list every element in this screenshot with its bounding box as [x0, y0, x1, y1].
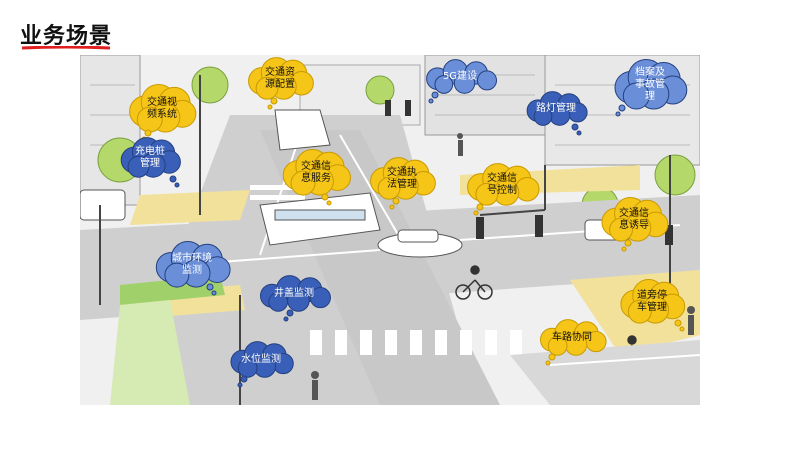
bubble-label: 水位监测: [241, 354, 281, 365]
bubble-0: 交通视 频系统: [128, 84, 197, 142]
cloud-shape-icon: [259, 275, 331, 322]
bubble-label: 交通执 法管理: [387, 167, 417, 190]
bubble-label: 井盖监测: [274, 288, 314, 299]
bubble-1: 交通资 源配置: [244, 57, 316, 110]
bubble-label: 道旁停 车管理: [637, 290, 667, 313]
cloud-shape-icon: [120, 137, 181, 188]
bubble-5: 路灯管理: [520, 91, 592, 136]
bubble-label: 交通视 频系统: [147, 97, 177, 120]
title-underline: [22, 46, 110, 50]
bubble-label: 车路协同: [552, 332, 592, 343]
cloud-shape-icon: [230, 341, 294, 388]
cloud-shape-icon: [426, 59, 498, 104]
bubble-13: 车路协同: [532, 319, 612, 366]
bubble-12: 道旁停 车管理: [618, 279, 686, 332]
bubble-label: 交通信 息诱导: [619, 208, 649, 231]
bubble-6: 交通信 息服务: [280, 149, 352, 206]
cloud-shape-icon: [620, 279, 686, 332]
cloud-shape-icon: [526, 91, 588, 136]
cloud-shape-icon: [248, 57, 314, 110]
cloud-shape-icon: [370, 157, 436, 210]
bubble-7: 交通执 法管理: [366, 157, 438, 210]
cloud-shape-icon: [282, 149, 351, 206]
bubble-11: 井盖监测: [250, 275, 338, 322]
cloud-shape-icon: [539, 319, 607, 366]
bubble-14: 水位监测: [224, 341, 298, 388]
bubble-9: 交通信 息诱导: [598, 197, 670, 252]
cloud-shape-icon: [467, 163, 540, 216]
bubble-label: 城市环境 监测: [172, 253, 212, 276]
cloud-shape-icon: [155, 241, 231, 296]
bubble-3: 档案及 事故管 理: [612, 59, 688, 117]
bubble-label: 档案及 事故管 理: [635, 67, 665, 102]
bubble-label: 交通信 息服务: [301, 161, 331, 184]
bubble-10: 城市环境 监测: [150, 241, 234, 296]
bubble-2: 5G建设: [415, 59, 505, 104]
cloud-shape-icon: [129, 84, 197, 142]
cloud-shape-icon: [601, 197, 669, 252]
bubble-label: 路灯管理: [536, 103, 576, 114]
page-title: 业务场景: [20, 24, 113, 49]
cloud-shape-icon: [614, 59, 688, 117]
bubble-label: 交通信 号控制: [487, 173, 517, 196]
bubble-4: 充电桩 管理: [118, 137, 182, 188]
bubble-label: 充电桩 管理: [135, 146, 165, 169]
bubble-8: 交通信 号控制: [460, 163, 544, 216]
bubble-label: 交通资 源配置: [265, 67, 295, 90]
bubble-label: 5G建设: [442, 71, 478, 82]
